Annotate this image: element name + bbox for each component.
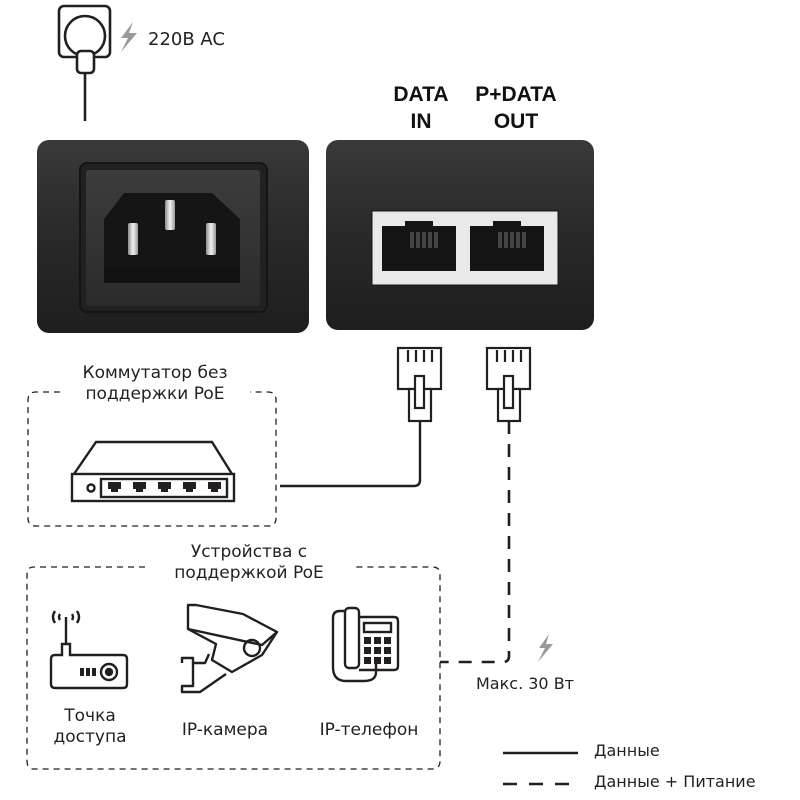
device-label-access-point: Точка доступа <box>42 706 138 749</box>
port-label-power-data-out-line1: P+DATA <box>475 83 557 106</box>
power-pin <box>206 223 216 255</box>
port-label-data-in: DATA IN <box>383 82 459 136</box>
data-cable-solid <box>280 421 422 488</box>
port-label-data-in-line2: IN <box>410 109 432 133</box>
ip-phone-icon <box>331 606 400 683</box>
non-poe-switch-title-line2: поддержки PoE <box>85 384 225 405</box>
non-poe-switch-title-line1: Коммутатор без <box>82 363 228 383</box>
device-label-ip-phone: IP-телефон <box>319 720 419 740</box>
rj45-plug-icon-data-in <box>396 346 443 423</box>
device-label-ip-camera: IP-камера <box>181 720 269 740</box>
legend-label-data-power: Данные + Питание <box>594 772 756 791</box>
group-box-poe-devices <box>26 566 441 770</box>
rj45-port-data-in[interactable] <box>382 221 456 271</box>
power-pin <box>128 223 138 255</box>
lightning-icon <box>538 634 553 662</box>
port-label-power-data-out: P+DATA OUT <box>464 82 568 136</box>
switch-icon <box>70 440 236 503</box>
poe-devices-title-line2: поддержкой PoE <box>174 563 324 584</box>
ip-camera-icon <box>180 603 279 694</box>
port-label-data-in-line1: DATA <box>393 83 449 106</box>
lightning-icon <box>121 22 137 52</box>
device-label-access-point-line1: Точка <box>64 706 116 726</box>
legend-label-data: Данные <box>594 741 660 760</box>
poe-devices-title-line1: Устройства с <box>190 542 308 562</box>
poe-devices-title: Устройства с поддержкой PoE <box>146 542 352 585</box>
group-box-non-poe-switch <box>27 391 277 527</box>
wall-socket-plug-icon <box>57 4 112 121</box>
rj45-plug-icon-power-data-out <box>485 346 532 423</box>
power-pin <box>165 200 175 230</box>
device-label-access-point-line2: доступа <box>53 727 127 748</box>
injector-ethernet-block <box>326 140 594 330</box>
power-data-cable-dashed <box>440 421 511 664</box>
rj45-port-power-data-out[interactable] <box>470 221 544 271</box>
power-budget-label: Макс. 30 Вт <box>476 674 574 693</box>
voltage-label: 220В AC <box>148 29 225 50</box>
power-inlet-block <box>37 140 309 333</box>
port-label-power-data-out-line2: OUT <box>493 109 539 133</box>
non-poe-switch-title: Коммутатор без поддержки PoE <box>60 363 250 406</box>
access-point-icon <box>49 610 129 690</box>
